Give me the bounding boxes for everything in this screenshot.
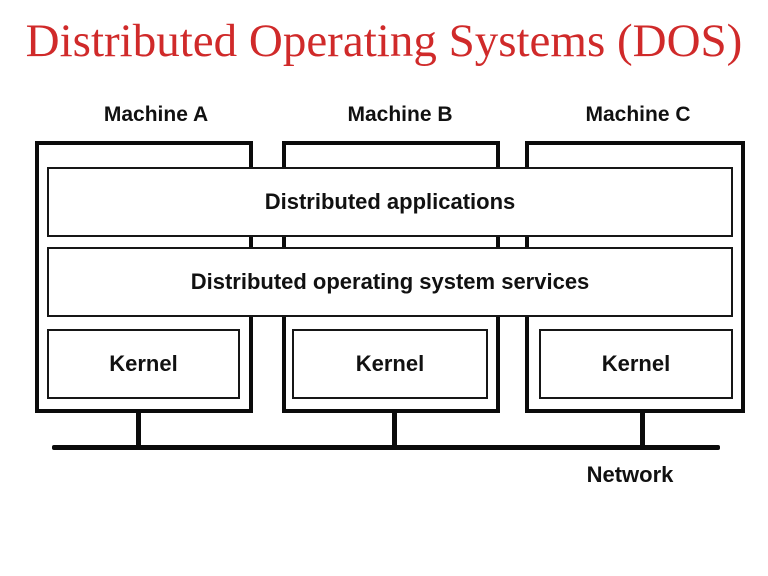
network-bus-line — [52, 445, 720, 450]
machine-a-label: Machine A — [103, 103, 209, 126]
network-label: Network — [586, 462, 674, 487]
distributed-applications-label: Distributed applications — [264, 189, 516, 214]
slide-title: Distributed Operating Systems (DOS) — [25, 15, 743, 67]
machine-b-label: Machine B — [347, 103, 453, 126]
distributed-applications-box: Distributed applications — [47, 167, 733, 237]
machine-b-network-connector — [392, 413, 397, 448]
kernel-a-box: Kernel — [47, 329, 240, 399]
kernel-c-label: Kernel — [601, 351, 671, 376]
kernel-a-label: Kernel — [109, 351, 178, 376]
kernel-c-box: Kernel — [539, 329, 733, 399]
machine-c-label: Machine C — [585, 103, 691, 126]
machine-a-network-connector — [136, 413, 141, 448]
distributed-os-services-label: Distributed operating system services — [190, 269, 590, 294]
distributed-os-services-box: Distributed operating system services — [47, 247, 733, 317]
machine-c-network-connector — [640, 413, 645, 448]
kernel-b-label: Kernel — [355, 351, 425, 376]
kernel-b-box: Kernel — [292, 329, 488, 399]
